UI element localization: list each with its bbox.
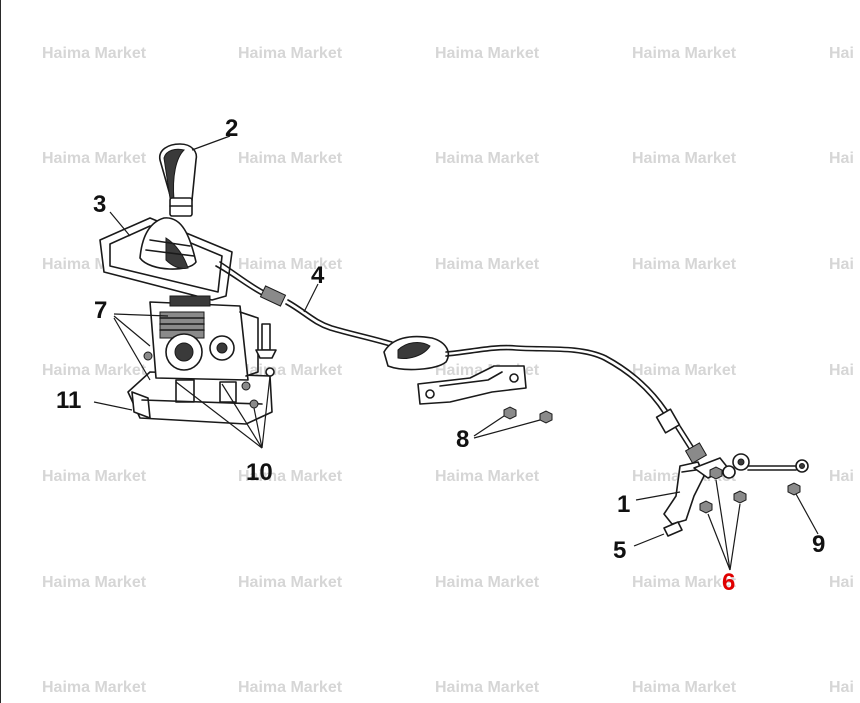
callout-8: 8: [456, 426, 469, 453]
watermark-text-partial: Hai: [829, 256, 854, 273]
callout-3: 3: [93, 191, 106, 218]
callout-9: 9: [812, 531, 825, 558]
watermark-text-partial: Hai: [829, 468, 854, 485]
callout-labels: 1 2 3 4 5 6 7 8 9 10 11: [56, 115, 825, 596]
callout-5: 5: [613, 537, 626, 564]
callout-10: 10: [246, 459, 273, 486]
watermark-text-partial: Hai: [829, 574, 854, 591]
callout-4: 4: [311, 262, 325, 289]
watermark-text: Haima Market: [632, 574, 737, 591]
watermark-text-partial: Hai: [829, 679, 854, 696]
watermark-text: Haima Market: [435, 256, 540, 273]
shift-boot-plate: [99, 217, 233, 301]
watermark-text: Haima Market: [632, 150, 737, 167]
watermark-text: Haima Market: [435, 679, 540, 696]
watermark-text: Haima Market: [435, 45, 540, 62]
shift-knob: [158, 143, 198, 217]
leader-lines: [93, 135, 819, 571]
watermark-text: Haima Market: [238, 362, 343, 379]
watermark-text: Haima Market: [238, 45, 343, 62]
callout-2: 2: [225, 115, 238, 142]
watermark-text: Haima Market: [632, 45, 737, 62]
watermark-text: Haima Market: [435, 150, 540, 167]
left-edge-line: [0, 0, 1, 703]
nut-9: [787, 482, 801, 496]
callout-11: 11: [56, 387, 81, 414]
shifter-base-assembly: [127, 295, 277, 425]
watermark-text-partial: Hai: [829, 150, 854, 167]
watermark-text-partial: Hai: [829, 45, 854, 62]
washers-6: [699, 466, 747, 514]
watermark-text: Haima Market: [42, 150, 147, 167]
watermark-text: Haima Market: [238, 150, 343, 167]
callout-7: 7: [94, 297, 107, 324]
watermark-text: Haima Market: [42, 679, 147, 696]
nuts-8: [503, 406, 553, 424]
watermark-text: Haima Market: [42, 574, 147, 591]
watermark-text: Haima Market: [238, 679, 343, 696]
watermark-text: Haima Market: [632, 256, 737, 273]
lever-bracket: [663, 453, 809, 525]
watermark-text: Haima Market: [238, 574, 343, 591]
watermark-text: Haima Market: [42, 45, 147, 62]
cable-bracket: [417, 365, 527, 405]
clip-5: [663, 521, 683, 537]
watermark-text: Haima Market: [435, 574, 540, 591]
watermark-text: Haima Market: [42, 468, 147, 485]
watermark-text: Haima Market: [435, 468, 540, 485]
watermark-text: Haima Market: [632, 679, 737, 696]
shift-cable: [215, 261, 708, 464]
watermark-text: Haima Market: [238, 256, 343, 273]
watermark-text: Haima Market: [632, 362, 737, 379]
watermark-text: Haima Market: [42, 362, 147, 379]
watermark-text-partial: Hai: [829, 362, 854, 379]
callout-1: 1: [617, 491, 630, 518]
callout-6: 6: [722, 569, 735, 596]
watermark-text: Haima Market: [238, 468, 343, 485]
